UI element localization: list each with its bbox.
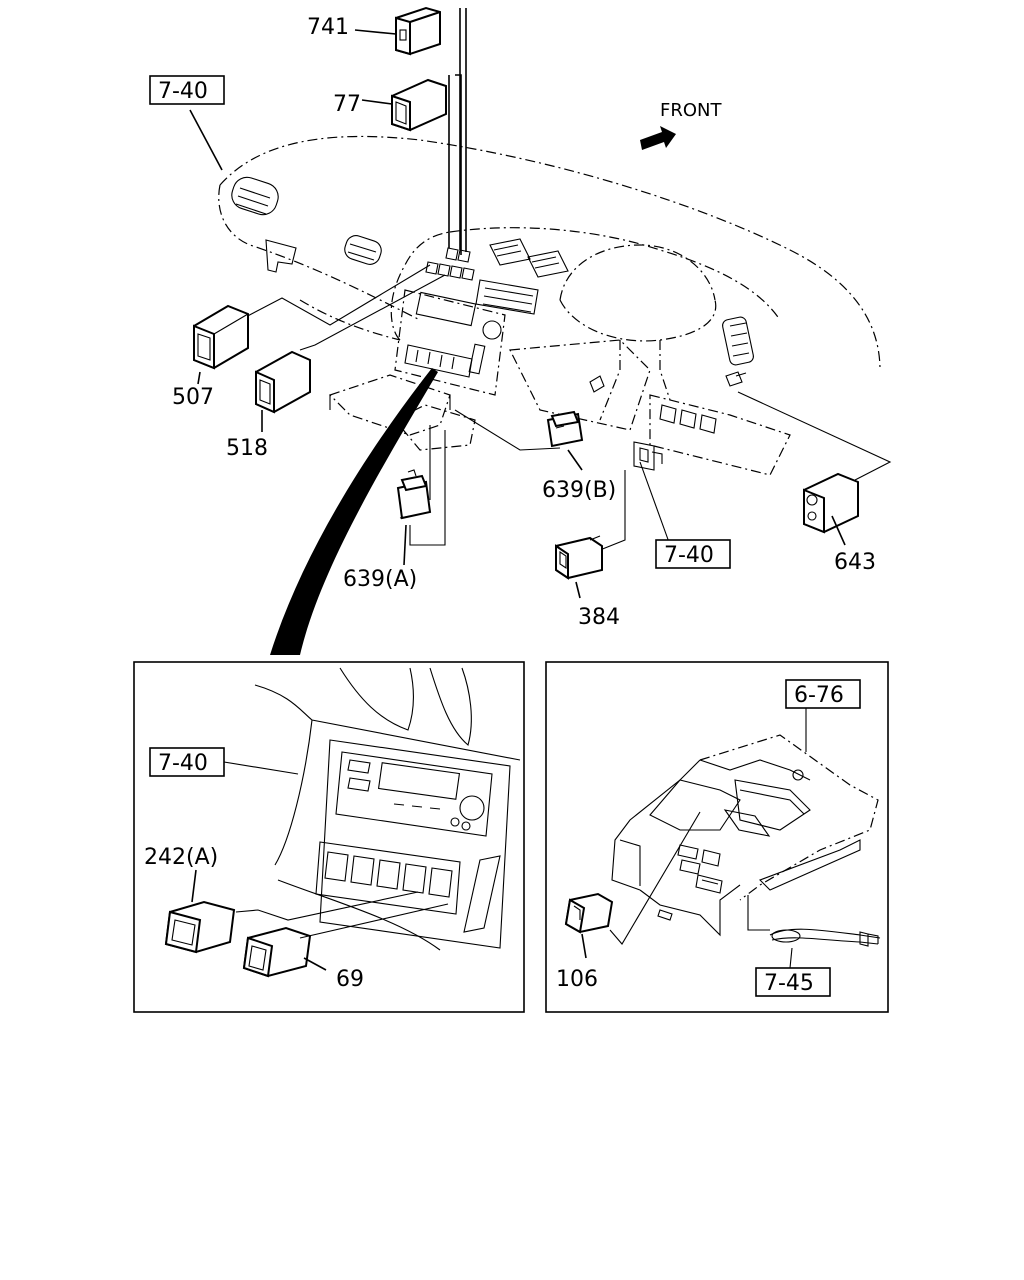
- part-643-switch[interactable]: [803, 472, 859, 546]
- part-77-switch[interactable]: [361, 78, 447, 132]
- label-77: 77: [333, 92, 361, 117]
- leader-7-45: [789, 947, 793, 969]
- label-639b: 639(B): [542, 478, 616, 503]
- connector-7-40-mid: [633, 441, 663, 471]
- part-639a-relay[interactable]: [396, 469, 432, 566]
- svg-text:7-40: 7-40: [664, 543, 714, 568]
- dashboard-outline: [218, 135, 881, 476]
- detail-pointer-wedge: [270, 368, 438, 655]
- label-384: 384: [578, 605, 620, 630]
- svg-text:7-40: 7-40: [158, 751, 208, 776]
- label-518: 518: [226, 436, 268, 461]
- ref-box-7-40-mid[interactable]: 7-40: [655, 539, 731, 569]
- part-518-switch[interactable]: [255, 350, 311, 432]
- svg-text:6-76: 6-76: [794, 683, 844, 708]
- leader-lines-upper: [189, 8, 892, 551]
- ref-box-7-40-inset[interactable]: 7-40: [149, 747, 225, 777]
- label-69: 69: [336, 967, 364, 992]
- label-639a: 639(A): [343, 567, 417, 592]
- ref-box-7-40-main[interactable]: 7-40: [149, 75, 225, 105]
- inset-panel-left: [133, 661, 525, 1013]
- front-direction-indicator: FRONT: [640, 100, 722, 150]
- front-arrow-icon: [640, 126, 676, 150]
- part-384-relay[interactable]: [555, 535, 603, 599]
- ref-box-6-76[interactable]: 6-76: [785, 679, 861, 709]
- part-639b-relay[interactable]: [546, 410, 584, 471]
- svg-text:7-45: 7-45: [764, 971, 814, 996]
- label-741: 741: [307, 15, 349, 40]
- ref-box-7-45[interactable]: 7-45: [755, 967, 831, 997]
- leader-7-40-inset: [223, 761, 299, 775]
- inset-panel-right: [545, 661, 889, 1013]
- part-242a-switch[interactable]: [164, 869, 236, 954]
- label-643: 643: [834, 550, 876, 575]
- front-label: FRONT: [660, 100, 722, 121]
- label-507: 507: [172, 385, 214, 410]
- label-106: 106: [556, 967, 598, 992]
- part-106-relay[interactable]: [564, 892, 614, 959]
- part-69-switch[interactable]: [242, 926, 327, 978]
- label-242a: 242(A): [144, 845, 218, 870]
- part-741-switch[interactable]: [354, 6, 441, 56]
- part-507-switch[interactable]: [193, 304, 249, 385]
- svg-text:7-40: 7-40: [158, 79, 208, 104]
